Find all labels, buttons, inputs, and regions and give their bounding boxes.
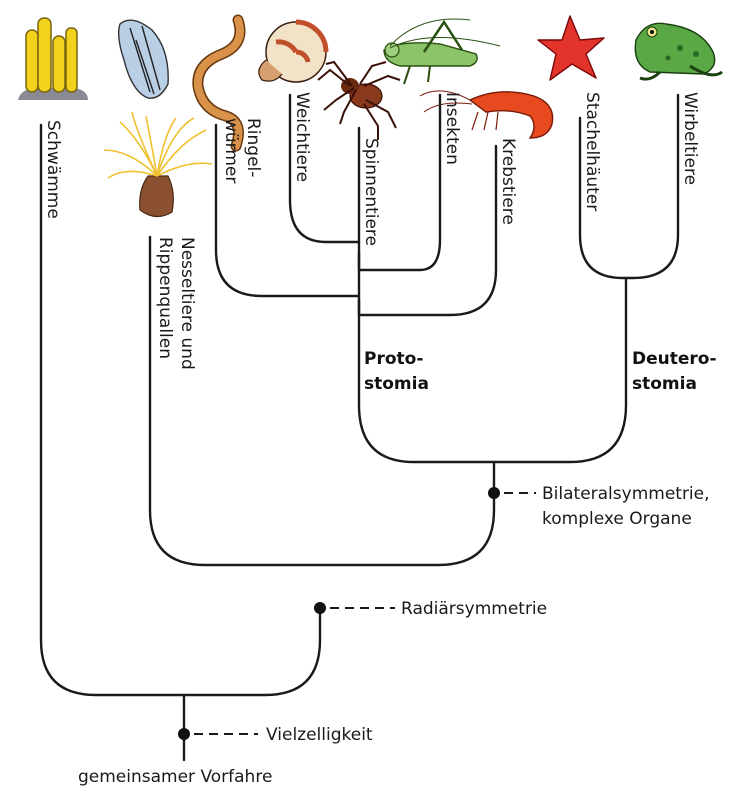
starfish-illustration	[538, 16, 604, 80]
bilateral-node-dot	[488, 487, 500, 499]
trait-radial-label: Radiärsymmetrie	[401, 599, 547, 619]
taxon-molluscs-label: Weichtiere	[292, 92, 312, 182]
branch-radiata-node	[150, 237, 494, 565]
branch-bilateria-node	[359, 278, 626, 462]
taxon-annelids-label-2: würmer	[221, 118, 241, 183]
taxon-sponges-label: Schwämme	[43, 120, 63, 219]
nautilus-illustration	[259, 22, 326, 82]
taxon-insects-label: Insekten	[442, 92, 462, 165]
taxon-echinoderms-label: Stachelhäuter	[582, 92, 602, 211]
root-label: gemeinsamer Vorfahre	[78, 767, 272, 787]
taxon-arachnids-label: Spinnentiere	[361, 138, 381, 246]
taxon-cnidaria-label-1: Nesseltiere und	[177, 237, 197, 370]
taxon-crustaceans-label: Krebstiere	[498, 138, 518, 225]
grasshopper-illustration	[384, 19, 500, 84]
trait-bilateral-label-1: Bilateralsymmetrie,	[542, 484, 710, 504]
sponge-illustration	[18, 18, 88, 100]
deuterostomia-label-2: stomia	[632, 374, 697, 394]
trait-bilateral-label-2: komplexe Organe	[542, 509, 692, 529]
radial-node-dot	[314, 602, 326, 614]
taxon-annelids-label-1: Ringel-	[243, 118, 263, 177]
taxon-cnidaria-label-2: Rippenquallen	[155, 237, 175, 359]
deuterostomia-label-1: Deutero-	[632, 349, 717, 369]
trait-multicellular-label: Vielzelligkeit	[266, 725, 373, 745]
protostomia-label-2: stomia	[364, 374, 429, 394]
branch-root-node	[41, 125, 320, 695]
protostomia-label-1: Proto-	[364, 349, 423, 369]
taxon-vertebrates-label: Wirbeltiere	[680, 92, 700, 185]
multicellular-node-dot	[178, 728, 190, 740]
sea-anemone-illustration	[104, 112, 212, 217]
frog-illustration	[635, 23, 722, 79]
comb-jelly-illustration	[119, 20, 169, 98]
